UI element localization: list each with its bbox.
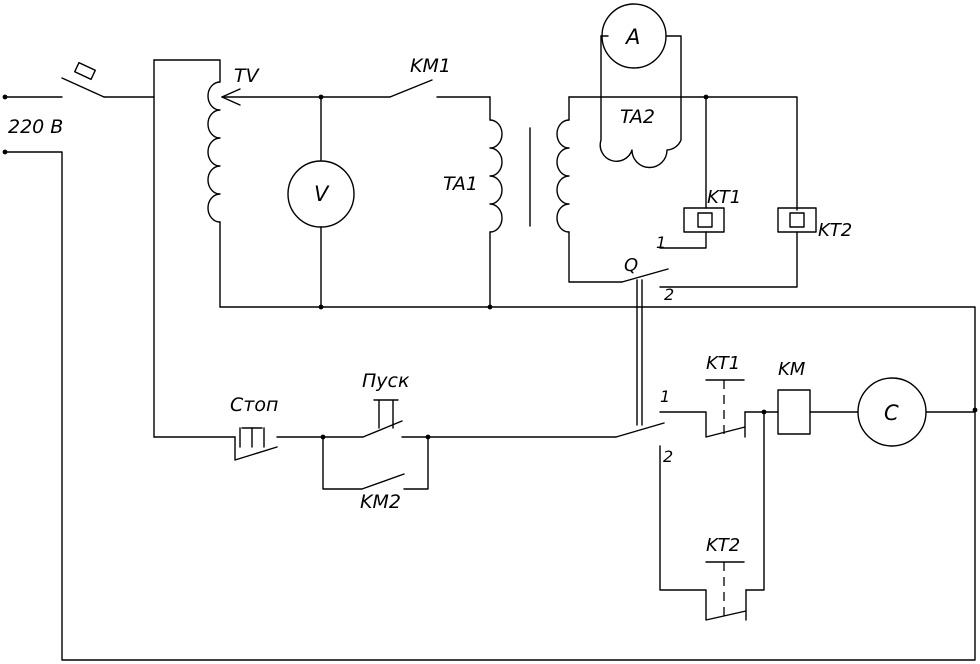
stopwatch-label: C — [884, 401, 899, 425]
kt2-contact: KT2 — [705, 411, 765, 621]
stopwatch: C — [857, 377, 978, 447]
ammeter-ta2: A TA2 — [599, 3, 682, 169]
switch-q: Q 1 2 — [621, 233, 674, 426]
supply-voltage-label: 220 В — [8, 116, 63, 138]
main-switch — [61, 61, 155, 98]
start-label: Пуск — [362, 370, 410, 392]
kt2-top-label: KT2 — [818, 220, 852, 241]
kt1-top-label: KT1 — [707, 187, 741, 208]
km-coil: KM — [761, 359, 859, 435]
voltmeter-label: V — [314, 182, 330, 206]
lower-selector-switch: 1 2 — [615, 387, 747, 621]
kt1-contact: KT1 — [705, 353, 765, 438]
kt1-heater: KT1 — [659, 187, 741, 249]
ta2-label: TA2 — [620, 106, 655, 128]
km1-label: KM1 — [410, 55, 451, 77]
kt1-bottom-label: KT1 — [706, 353, 740, 374]
transformer-ta1: TA1 — [443, 96, 623, 310]
upper-return-wire — [219, 306, 976, 411]
km1-contact: KM1 — [389, 55, 491, 98]
q-pos1-label: 1 — [656, 233, 666, 252]
control-circuit: Стоп Пуск KM2 — [153, 370, 617, 513]
ta1-label: TA1 — [443, 173, 478, 195]
kt2-bottom-label: KT2 — [706, 535, 740, 556]
ammeter-label: A — [624, 25, 640, 49]
sw-pos2-label: 2 — [663, 447, 673, 466]
km-label: KM — [778, 359, 806, 380]
voltmeter: V — [287, 94, 355, 310]
q-label: Q — [624, 255, 638, 276]
tv-label: TV — [234, 65, 261, 87]
supply-input: 220 В — [2, 94, 976, 661]
kt2-heater: KT2 — [777, 207, 852, 241]
km2-label: KM2 — [360, 491, 401, 513]
autotransformer-tv: TV — [153, 59, 391, 438]
secondary-loop — [568, 94, 798, 288]
stop-label: Стоп — [230, 394, 278, 416]
sw-pos1-label: 1 — [660, 387, 670, 406]
q-pos2-label: 2 — [664, 285, 674, 304]
